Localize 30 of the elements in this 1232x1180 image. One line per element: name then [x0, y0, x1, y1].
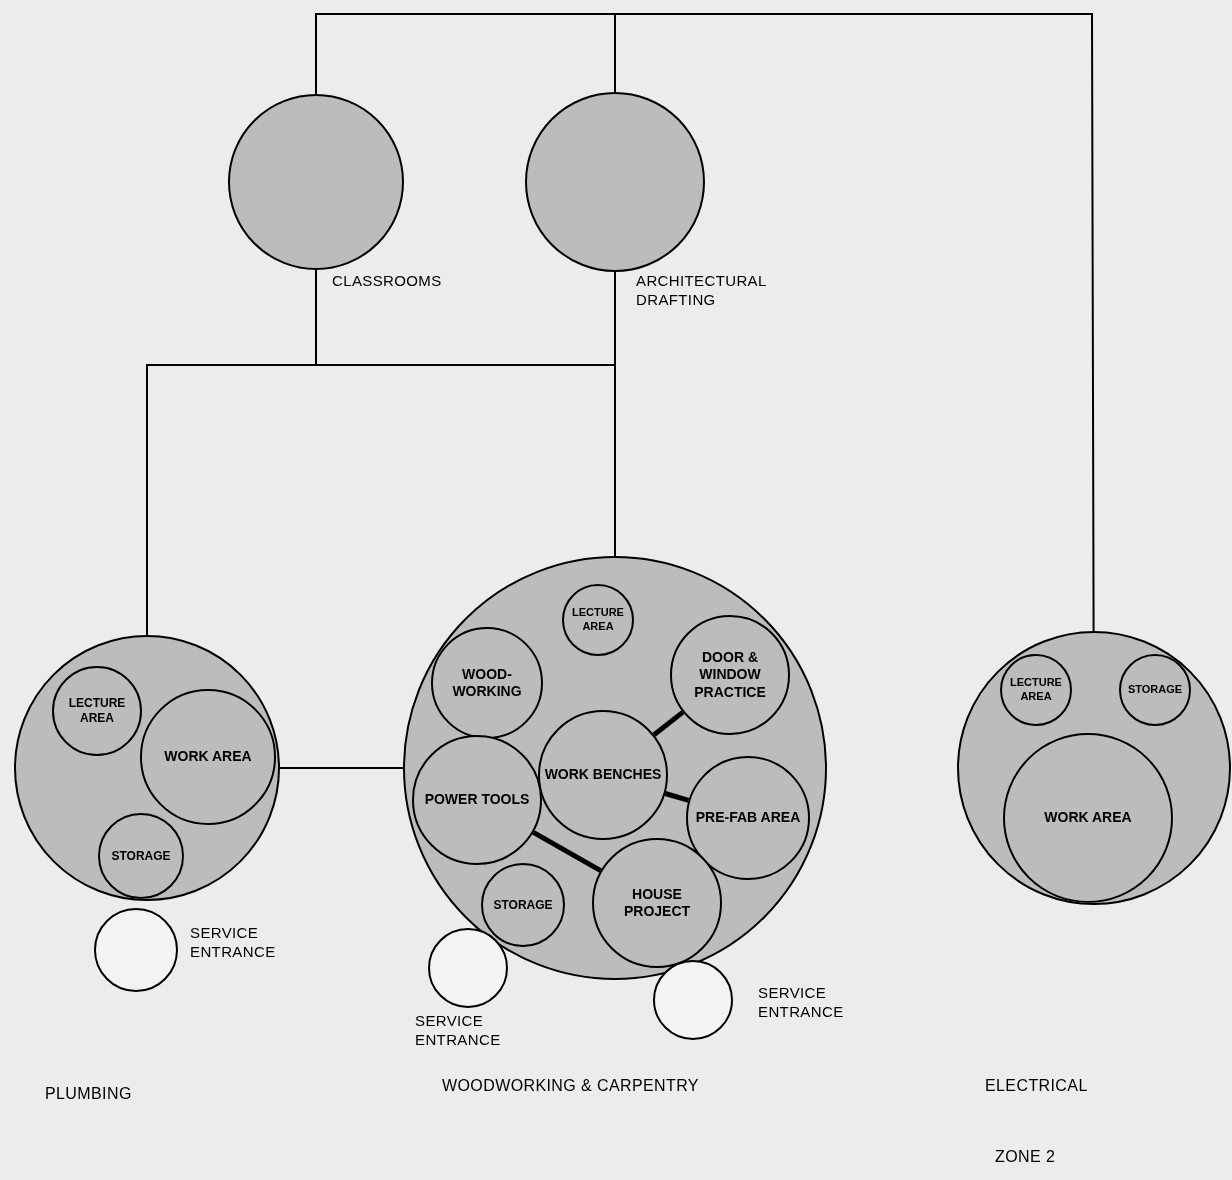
connector-line — [532, 830, 602, 873]
room-label: SERVICE ENTRANCE — [415, 1012, 502, 1050]
zone-label: ZONE 2 — [995, 1147, 1056, 1167]
room-label: HOUSE PROJECT — [622, 885, 692, 921]
connector-line — [664, 791, 690, 803]
connector-line — [279, 767, 404, 769]
connector-line — [614, 271, 616, 557]
room-label: DOOR & WINDOW PRACTICE — [693, 648, 767, 702]
room-label: ARCHITECTURAL DRAFTING — [636, 272, 768, 310]
connector-line — [315, 13, 616, 95]
room-label: WOOD- WORKING — [451, 665, 523, 701]
zone-label: PLUMBING — [45, 1084, 132, 1104]
room-label: LECTURE AREA — [67, 696, 127, 726]
room-label: WORK AREA — [163, 748, 253, 766]
connector-line — [614, 13, 1095, 632]
zone-label: WOODWORKING & CARPENTRY — [442, 1076, 699, 1096]
room-label: LECTURE AREA — [1009, 676, 1063, 704]
room-label: PRE-FAB AREA — [694, 809, 802, 827]
room-label: WORK BENCHES — [543, 766, 663, 784]
room-label: STORAGE — [110, 848, 172, 864]
room-label: SERVICE ENTRANCE — [758, 984, 845, 1022]
room-label: LECTURE AREA — [571, 606, 625, 634]
zone-label: ELECTRICAL — [985, 1076, 1088, 1096]
room-label: POWER TOOLS — [423, 791, 531, 809]
room-label: STORAGE — [492, 897, 554, 913]
room-label: STORAGE — [1126, 683, 1184, 697]
room-label: CLASSROOMS — [332, 272, 443, 291]
room-label: SERVICE ENTRANCE — [190, 924, 277, 962]
connector-line — [652, 710, 685, 737]
room-label: WORK AREA — [1043, 809, 1133, 827]
